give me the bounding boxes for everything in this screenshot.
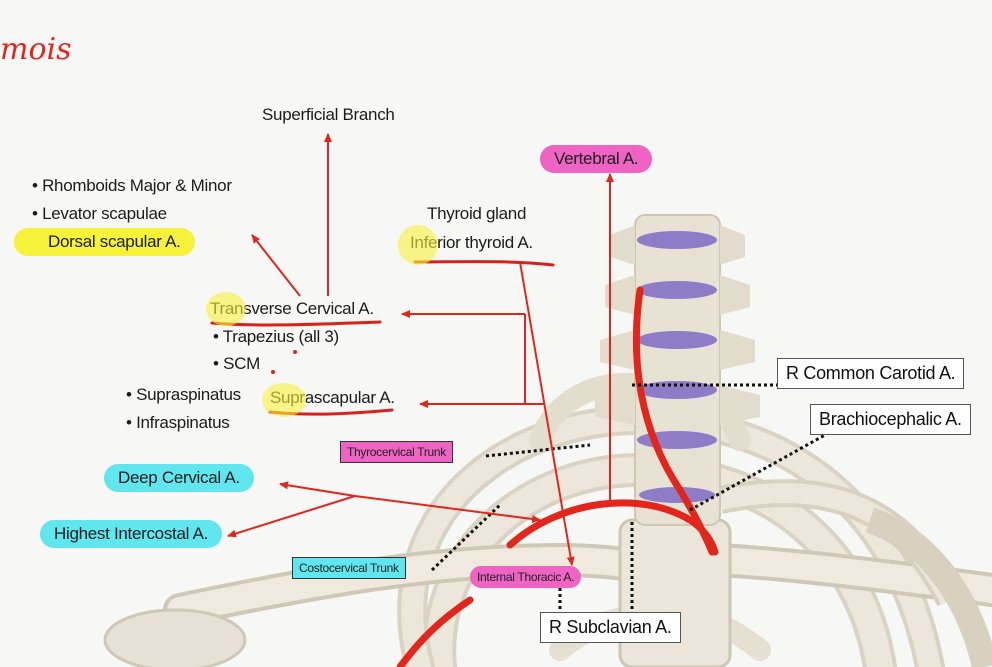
scm-bullet: • SCM xyxy=(213,354,260,374)
dorsal-scapular-label: Dorsal scapular A. xyxy=(14,228,195,256)
infraspinatus-bullet: • Infraspinatus xyxy=(126,413,230,433)
vertebral-artery-label: Vertebral A. xyxy=(540,145,652,173)
supraspinatus-bullet: • Supraspinatus xyxy=(126,385,241,405)
r-subclavian-box: R Subclavian A. xyxy=(540,612,681,643)
handwritten-note: mois xyxy=(0,32,72,67)
trapezius-bullet: • Trapezius (all 3) xyxy=(213,327,339,347)
highlight-mark-transverse xyxy=(206,292,246,326)
r-common-carotid-box: R Common Carotid A. xyxy=(777,358,964,389)
levator-bullet: • Levator scapulae xyxy=(32,204,167,224)
thyroid-gland-label: Thyroid gland xyxy=(427,204,526,224)
highlight-mark-inferior-thyroid xyxy=(398,225,438,265)
highlight-mark-suprascapular xyxy=(262,383,306,417)
costocervical-trunk-label: Costocervical Trunk xyxy=(292,557,406,579)
brachiocephalic-box: Brachiocephalic A. xyxy=(810,404,971,435)
thyrocervical-trunk-label: Thyrocervical Trunk xyxy=(340,441,453,463)
deep-cervical-label: Deep Cervical A. xyxy=(104,464,254,492)
ink-dots xyxy=(271,350,297,374)
superficial-branch-label: Superficial Branch xyxy=(262,105,395,125)
highest-intercostal-label: Highest Intercostal A. xyxy=(40,520,222,548)
rhomboids-bullet: • Rhomboids Major & Minor xyxy=(32,176,232,196)
internal-thoracic-label: Internal Thoracic A. xyxy=(470,566,581,588)
